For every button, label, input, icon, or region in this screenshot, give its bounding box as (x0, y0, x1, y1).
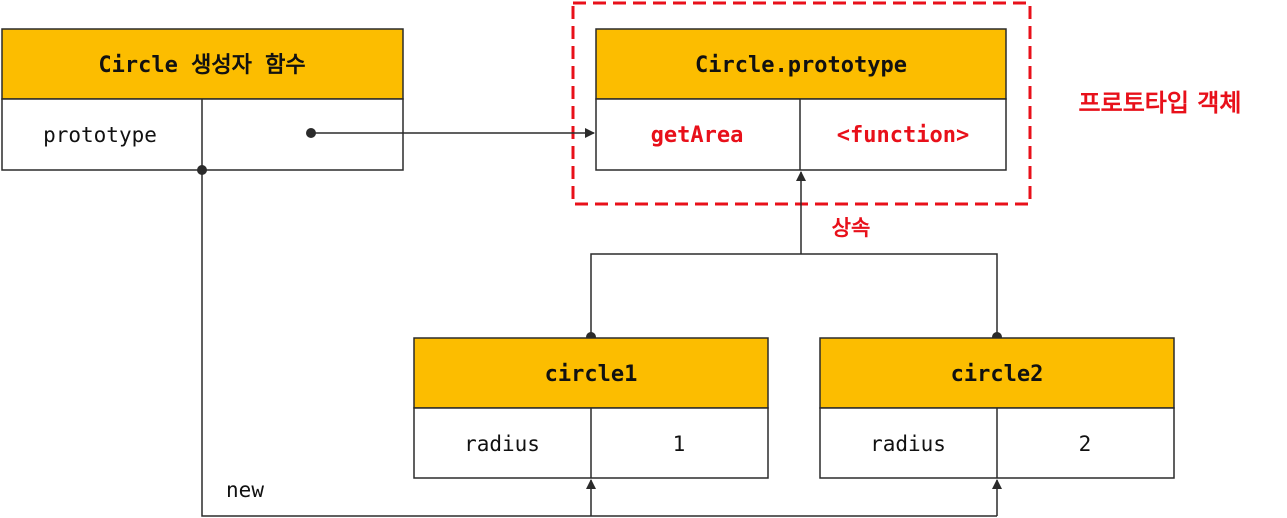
prototype-title: Circle.prototype (695, 53, 907, 78)
constructor-title: Circle 생성자 함수 (98, 53, 305, 78)
circle2-value: 2 (1079, 432, 1092, 456)
circle2-box: circle2 radius 2 (819, 337, 1175, 479)
circle1-header (413, 337, 769, 409)
circle2-key: radius (870, 432, 946, 456)
prototype-header (595, 28, 1007, 100)
constructor-header (1, 28, 404, 100)
prototype-body (595, 98, 1007, 171)
prototype-method-value: <function> (837, 123, 969, 148)
inheritance-label: 상속 (832, 216, 871, 240)
circle1-value: 1 (673, 432, 686, 456)
circle1-box: circle1 radius 1 (413, 337, 769, 479)
circle1-key: radius (464, 432, 540, 456)
prototype-method-key: getArea (651, 123, 744, 148)
constructor-box: Circle 생성자 함수 prototype (1, 28, 404, 171)
circle2-title: circle2 (951, 362, 1044, 387)
prototype-box: Circle.prototype getArea <function> (595, 28, 1007, 171)
new-line (201, 170, 997, 517)
new-label: new (226, 478, 264, 502)
inheritance-branch (590, 253, 998, 337)
circle1-title: circle1 (545, 362, 638, 387)
prototype-object-label: 프로토타입 객체 (1079, 89, 1242, 117)
constructor-prototype-key: prototype (43, 123, 157, 147)
